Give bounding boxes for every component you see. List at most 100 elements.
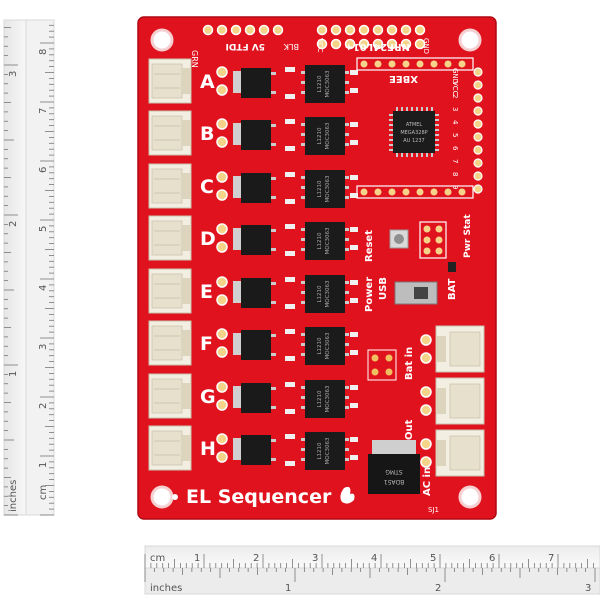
bottom-cm-tick-label: 7 — [548, 553, 554, 564]
chip-text: MOC3063 — [325, 70, 331, 97]
bottom-ruler: 1 2 3 4 5 6 7 1 2 3 cm inches — [144, 545, 600, 595]
usb-label: USB — [378, 277, 389, 300]
mcu-text-3: AU 1237 — [403, 138, 424, 144]
power-connectors — [420, 325, 485, 477]
mount-hole-tl — [150, 28, 174, 52]
vcc-top-label: VCC — [316, 38, 324, 53]
left-inch-tick-label: 1 — [8, 371, 19, 377]
left-cm-tick-label: 2 — [38, 403, 49, 409]
chip-text: MOC3063 — [325, 437, 331, 464]
chip-text: MOC3063 — [325, 280, 331, 307]
channel-letter: F — [200, 333, 213, 355]
pin-label: 2 — [451, 94, 459, 98]
mount-hole-bl — [150, 485, 174, 509]
blk-label: BLK — [283, 42, 299, 51]
bottom-cm-tick-label: 6 — [489, 553, 495, 564]
pin-label: VCC — [451, 81, 459, 96]
left-cm-tick-label: 5 — [38, 226, 49, 232]
jumper-pads — [367, 349, 397, 381]
regulator-text-2: BDA51 — [384, 478, 405, 485]
mcu-text-2: MEGA328P — [400, 130, 427, 136]
chip-text: MOC3063 — [325, 175, 331, 202]
power-label: Power — [364, 277, 375, 312]
bottom-cm-tick-label: 4 — [371, 553, 377, 564]
chip-text: L1210 — [317, 442, 323, 460]
pin-label: 6 — [451, 146, 459, 151]
left-cm-tick-label: 8 — [38, 49, 49, 55]
channel-letter: B — [200, 123, 214, 145]
channel-letter: H — [200, 438, 216, 460]
ftdi-label: 5V FTDI — [226, 41, 265, 51]
bottom-cm-label: cm — [150, 553, 165, 564]
chip-text: L1210 — [317, 127, 323, 145]
right-header-pins — [473, 67, 483, 194]
bat-in-label: Bat in — [404, 347, 415, 380]
bottom-cm-tick-label: 1 — [194, 553, 200, 564]
channel-letter: G — [200, 386, 216, 408]
chip-text: L1210 — [317, 337, 323, 355]
pin-label: 4 — [451, 120, 459, 125]
bottom-cm-tick-label: 5 — [430, 553, 436, 564]
voltage-regulator: STMG BDA51 — [368, 440, 420, 494]
pin-label: 5 — [451, 133, 459, 137]
reset-button — [389, 229, 409, 249]
top-header-pins — [202, 24, 474, 199]
bottom-cm-tick-label: 2 — [253, 553, 259, 564]
left-inch-label: inches — [8, 480, 19, 512]
left-inch-tick-label: 2 — [8, 221, 19, 227]
nrf-label: NRF24L01+ — [345, 41, 410, 52]
pin-label: GND — [451, 68, 459, 84]
chip-text: MOC3063 — [325, 385, 331, 412]
out-label: Out — [404, 419, 415, 440]
mcu-text-1: ATMEL — [406, 122, 423, 128]
gnd-top-label: GND — [422, 38, 430, 54]
channel-letter: D — [200, 228, 216, 250]
chip-text: MOC3063 — [325, 227, 331, 254]
mount-hole-tr — [458, 28, 482, 52]
channel-letter: A — [200, 71, 215, 93]
xbee-label: XBEE — [389, 73, 418, 84]
grn-label: GRN — [190, 50, 199, 68]
channel-letter: E — [200, 281, 213, 303]
chip-text: L1210 — [317, 180, 323, 198]
left-cm-tick-label: 4 — [38, 285, 49, 291]
chip-text: MOC3063 — [325, 332, 331, 359]
board-title: EL Sequencer — [186, 486, 332, 508]
pin-label: 3 — [451, 107, 459, 111]
power-switch — [394, 281, 438, 305]
bottom-inch-tick-label: 3 — [585, 583, 591, 594]
left-inch-tick-label: 3 — [8, 71, 19, 77]
ac-in-label: AC in — [422, 467, 433, 496]
pwr-stat-label: Pwr Stat — [463, 214, 473, 258]
bottom-inch-label: inches — [150, 583, 182, 594]
pin-label: 7 — [451, 159, 459, 163]
atmega-chip: ATMEL MEGA328P AU 1237 — [389, 107, 439, 157]
bottom-cm-tick-label: 3 — [312, 553, 318, 564]
left-cm-label: cm — [38, 485, 49, 500]
reset-label: Reset — [364, 230, 375, 262]
chip-text: L1210 — [317, 390, 323, 408]
isp-header — [419, 221, 447, 259]
chip-text: L1210 — [317, 232, 323, 250]
pin-label: 9 — [451, 185, 459, 189]
chip-text: MOC3063 — [325, 122, 331, 149]
chip-text: L1210 — [317, 75, 323, 93]
left-cm-tick-label: 3 — [38, 344, 49, 350]
left-cm-tick-label: 7 — [38, 108, 49, 114]
bottom-inch-tick-label: 2 — [435, 583, 441, 594]
sparkfun-flame-icon — [340, 486, 355, 504]
sj1-label: SJ1 — [428, 506, 439, 514]
bottom-inch-tick-label: 1 — [285, 583, 291, 594]
regulator-text-1: STMG — [385, 468, 403, 475]
